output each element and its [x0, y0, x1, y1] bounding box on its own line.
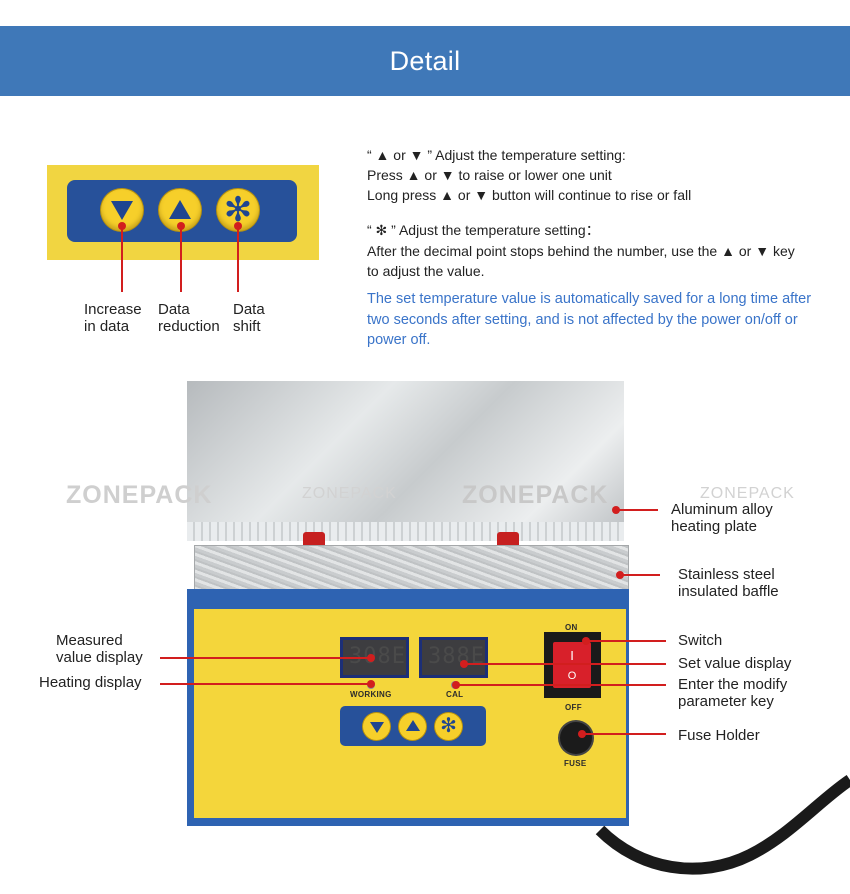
callout-dot [367, 680, 375, 688]
set-value-callout: Set value display [678, 655, 792, 672]
callout-line [620, 574, 660, 576]
callout-dot [460, 660, 468, 668]
device-shift-button[interactable]: ✻ [435, 713, 462, 740]
on-mark: I [570, 648, 574, 663]
autosave-note: The set temperature value is automatical… [367, 291, 812, 348]
set-value-display: 388E [419, 637, 488, 678]
callout-line [160, 683, 370, 685]
switch-callout: Switch [678, 632, 723, 649]
switch-rocker[interactable]: I O [553, 642, 591, 688]
callout-line [180, 226, 182, 292]
callout-line [237, 226, 239, 292]
down-triangle-icon [370, 722, 384, 733]
working-label: WORKING [350, 690, 392, 699]
callout-line [616, 509, 658, 511]
heating-plate [187, 381, 624, 541]
instruction-line: Long press ▲ or ▼ button will continue t… [367, 187, 692, 203]
fuse-callout: Fuse Holder [678, 727, 760, 744]
up-triangle-icon [169, 200, 191, 219]
callout-dot [582, 637, 590, 645]
callout-line [464, 663, 666, 665]
callout-dot [452, 681, 460, 689]
callout-dot [612, 506, 620, 514]
asterisk-icon: ✻ [440, 715, 457, 737]
watermark: ZONEPACK [302, 485, 397, 502]
plate-clip [303, 532, 325, 548]
watermark: ZONEPACK [462, 481, 609, 509]
instruction-line: Press ▲ or ▼ to raise or lower one unit [367, 167, 612, 183]
callout-line [586, 640, 666, 642]
fuse-label: FUSE [564, 759, 587, 768]
instruction-line: After the decimal point stops behind the… [367, 243, 795, 259]
device-up-button[interactable] [399, 713, 426, 740]
callout-dot [367, 654, 375, 662]
up-triangle-icon [406, 720, 420, 731]
cal-label: CAL [446, 690, 464, 699]
down-triangle-icon [111, 201, 133, 220]
plate-clip [497, 532, 519, 548]
header-banner [0, 26, 850, 96]
instruction-line: “ ▲ or ▼ ” Adjust the temperature settin… [367, 147, 626, 163]
fuse-holder[interactable] [560, 722, 592, 754]
callout-line [456, 684, 666, 686]
on-label: ON [565, 623, 578, 632]
callout-line [160, 657, 370, 659]
off-mark: O [567, 670, 577, 682]
page-title: Detail [389, 46, 461, 76]
power-cable [595, 775, 850, 875]
instruction-line: to adjust the value. [367, 263, 485, 279]
watermark: ZONEPACK [66, 481, 213, 509]
callout-dot [616, 571, 624, 579]
instruction-line: “ ✻ ” Adjust the temperature setting： [367, 222, 600, 238]
off-label: OFF [565, 703, 582, 712]
down-arrow-button[interactable] [101, 189, 143, 231]
watermark: ZONEPACK [700, 485, 795, 502]
callout-line [121, 226, 123, 292]
callout-dot [578, 730, 586, 738]
callout-line [582, 733, 666, 735]
heating-callout: Heating display [39, 674, 142, 691]
insulated-baffle [194, 545, 629, 594]
device-down-button[interactable] [363, 713, 390, 740]
heating-plate-edge [187, 522, 624, 541]
